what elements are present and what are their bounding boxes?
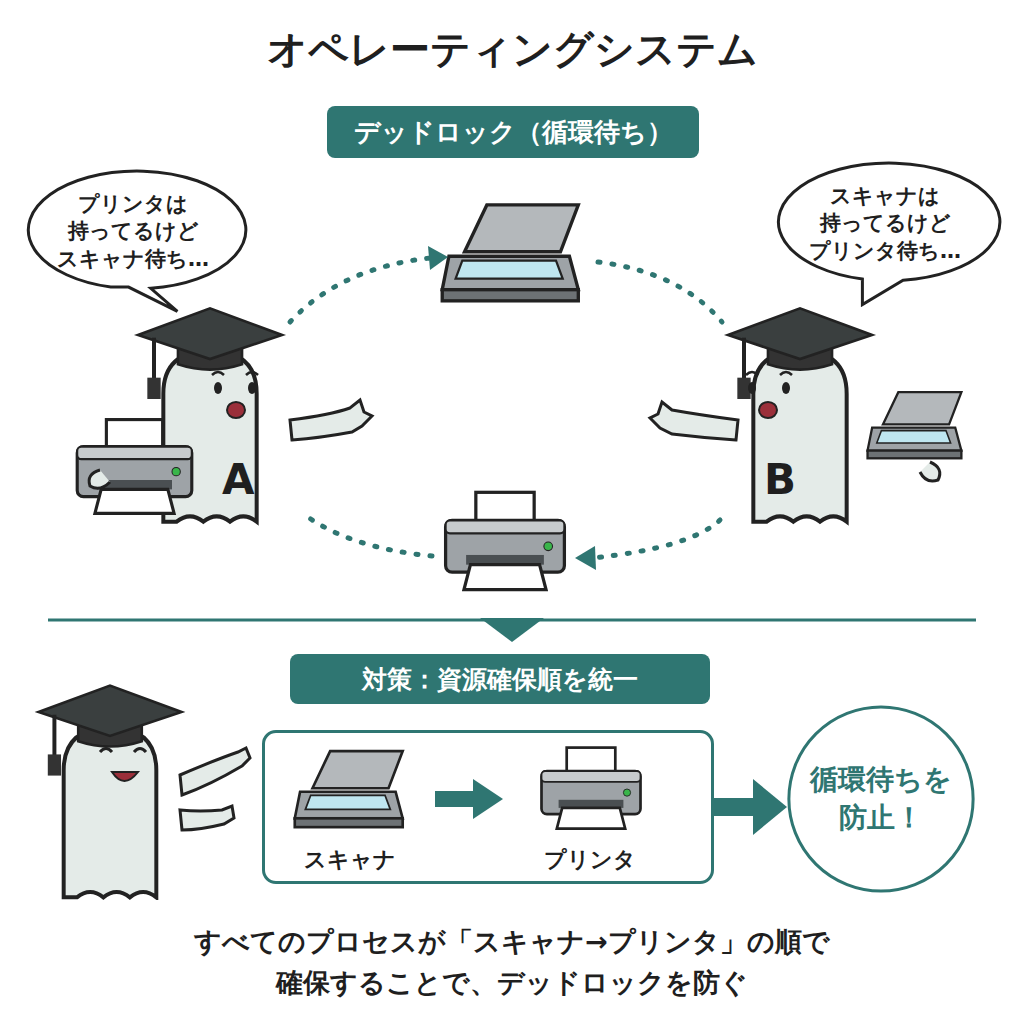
order-box: スキャナ プリンタ (262, 730, 714, 884)
cycle-arrows (290, 258, 722, 558)
divider-arrow (480, 618, 544, 642)
section-band: デッドロック（循環待ち） (327, 106, 699, 158)
dashed-arc (598, 262, 722, 322)
speech-bubble: スキャナは 持ってるけど プリンタ待ち… (772, 160, 998, 288)
node-text: 対策：資源確保順を統一 (362, 663, 638, 696)
diagram-title: オペレーティングシステム (0, 22, 1024, 77)
ghost-b (650, 308, 961, 521)
arrow-head (753, 779, 787, 835)
printer-icon (542, 748, 641, 829)
diagram-caption: すべてのプロセスが「スキャナ→プリンタ」の順で 確保することで、デッドロックを防… (130, 922, 894, 1003)
process-label: A (222, 455, 255, 504)
arrow-head (575, 546, 596, 570)
section-band: 対策：資源確保順を統一 (290, 654, 710, 704)
dashed-arc (290, 258, 430, 322)
bubble-outline (778, 163, 999, 305)
bubble-outline (28, 171, 246, 311)
scanner-icon (442, 205, 578, 301)
node-text: プリンタ (535, 845, 645, 875)
node-text: スキャナ (295, 845, 405, 875)
printer-icon (446, 492, 565, 589)
ghost-teacher (39, 686, 250, 898)
node-outline (787, 705, 975, 893)
node-text: 循環待ちを 防止！ (801, 761, 961, 837)
dashed-arc (305, 515, 432, 556)
arrow-shaft (714, 798, 757, 816)
order-arrow (435, 791, 475, 807)
node-text: プリンタは 持ってるけど スキャナ待ち… (46, 191, 221, 273)
node-text: スキャナは 持ってるけど プリンタ待ち… (798, 183, 973, 265)
result-circle: 循環待ちを 防止！ (787, 705, 975, 893)
speech-bubble: プリンタは 持ってるけど スキャナ待ち… (22, 168, 244, 296)
node-text: デッドロック（循環待ち） (354, 115, 673, 150)
dashed-arc (592, 520, 720, 558)
scanner-icon (295, 751, 403, 827)
arrow-head (428, 246, 448, 270)
process-label: B (764, 455, 796, 504)
ghost-a (77, 308, 372, 521)
circle-outline (789, 707, 973, 891)
order-arrow (473, 779, 503, 819)
flow-arrow (714, 779, 787, 835)
